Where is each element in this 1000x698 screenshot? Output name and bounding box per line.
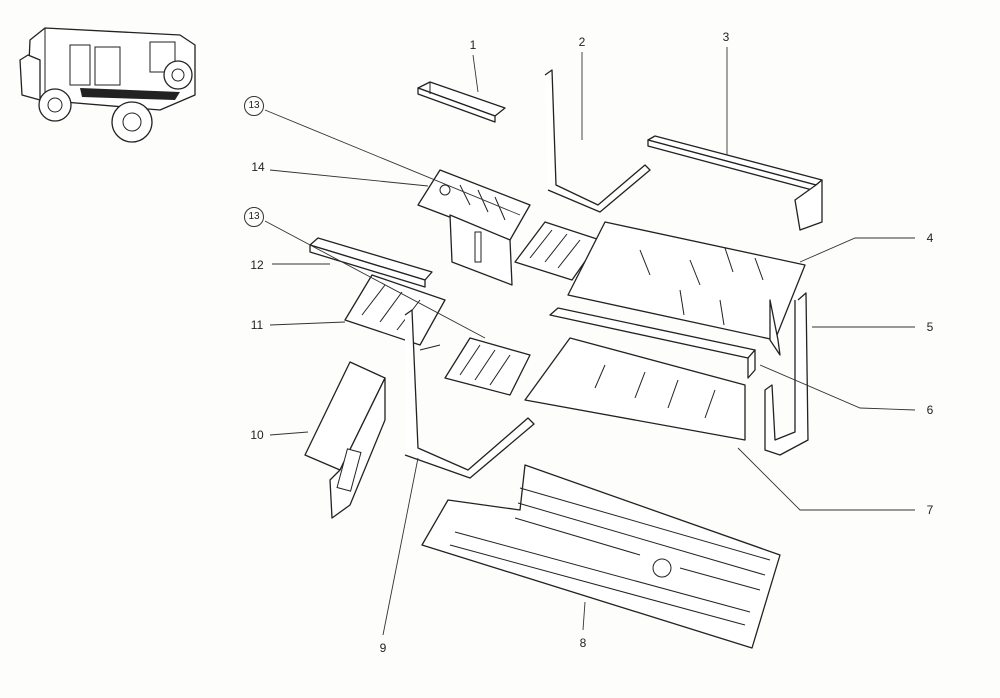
callout-13-upper: 13: [244, 96, 264, 116]
callout-4: 4: [926, 231, 934, 245]
callout-3: 3: [722, 30, 730, 44]
part-3: [647, 135, 823, 231]
callout-11: 11: [250, 318, 264, 332]
callout-13-lower: 13: [244, 207, 264, 227]
callout-12: 12: [250, 258, 264, 272]
part-8: [421, 464, 781, 649]
callout-6: 6: [926, 403, 934, 417]
callout-10: 10: [250, 428, 264, 442]
callout-1: 1: [469, 38, 477, 52]
leader-lines: [264, 47, 916, 636]
part-9: [404, 309, 535, 479]
callout-2: 2: [578, 35, 586, 49]
part-10: [304, 361, 386, 519]
part-13-lower: [444, 337, 531, 396]
callout-9: 9: [379, 641, 387, 655]
part-1: [417, 81, 506, 123]
vehicle-thumbnail: [19, 27, 196, 143]
part-4: [567, 221, 806, 356]
part-7: [524, 337, 746, 441]
part-6: [549, 307, 756, 379]
part-2: [544, 69, 651, 213]
callout-8: 8: [579, 636, 587, 650]
part-11: [344, 274, 446, 346]
part-5: [764, 292, 809, 456]
part-14: [417, 169, 531, 286]
callout-7: 7: [926, 503, 934, 517]
callout-5: 5: [926, 320, 934, 334]
callout-14: 14: [251, 160, 265, 174]
part-12: [309, 237, 433, 288]
